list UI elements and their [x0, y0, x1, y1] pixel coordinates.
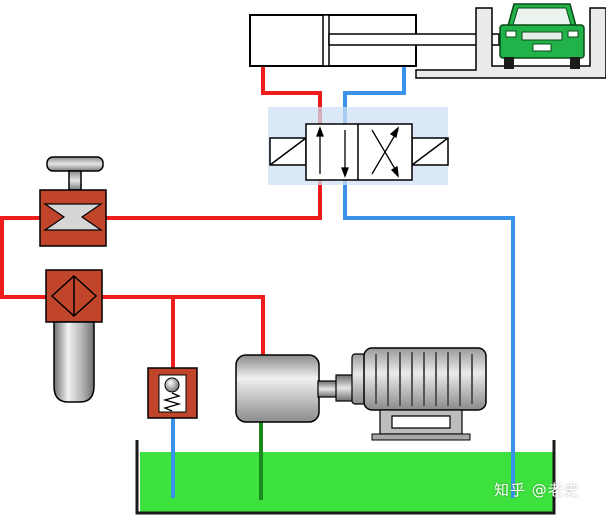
- car-grille: [521, 31, 563, 41]
- relief-valve: [147, 367, 198, 419]
- lift-frame: [415, 7, 606, 79]
- piston-rod: [328, 33, 500, 46]
- valve-flow-arrows: [316, 126, 400, 178]
- watermark: 知乎 @老史: [494, 481, 580, 499]
- pressure-gauge: [39, 156, 107, 247]
- oil-tank: [135, 440, 556, 515]
- coupling: [317, 374, 355, 402]
- filter-element: [50, 274, 98, 318]
- hydraulic-cylinder: [249, 14, 500, 67]
- accumulator-body: [53, 321, 95, 403]
- motor-feet: [371, 433, 471, 441]
- pump-body: [235, 354, 320, 423]
- car-wheel-left: [504, 57, 514, 69]
- solenoid-right: [411, 137, 449, 166]
- relief-spring: [162, 392, 182, 412]
- car-license-plate: [532, 43, 552, 52]
- filter: [45, 269, 103, 323]
- shaft: [317, 380, 339, 398]
- pressure-lines: [0, 66, 322, 368]
- accumulator: [53, 321, 95, 403]
- gauge-knob-top: [46, 156, 104, 172]
- car-lift: [415, 3, 606, 79]
- car-body: [499, 24, 585, 59]
- car-wheel-right: [570, 57, 580, 69]
- car: [499, 3, 585, 69]
- check-ball: [164, 377, 180, 393]
- car-windshield: [512, 7, 572, 26]
- motor-cooling-fins: [375, 352, 473, 406]
- car-headlight-right: [567, 30, 579, 38]
- pressure-line-to-cylinder: [0, 66, 322, 360]
- electric-motor: [351, 347, 487, 441]
- gauge-stem: [68, 170, 82, 191]
- oil-level: [140, 452, 553, 512]
- directional-control-valve: [268, 107, 449, 185]
- tank-walls: [135, 440, 556, 515]
- motor-base: [379, 409, 463, 435]
- solenoid-left: [269, 137, 307, 166]
- gauge-valve-seat: [43, 203, 103, 231]
- coupling-hub: [335, 374, 355, 402]
- piston: [322, 14, 330, 67]
- hydraulic-pump: [235, 354, 320, 423]
- car-headlight-left: [505, 30, 517, 38]
